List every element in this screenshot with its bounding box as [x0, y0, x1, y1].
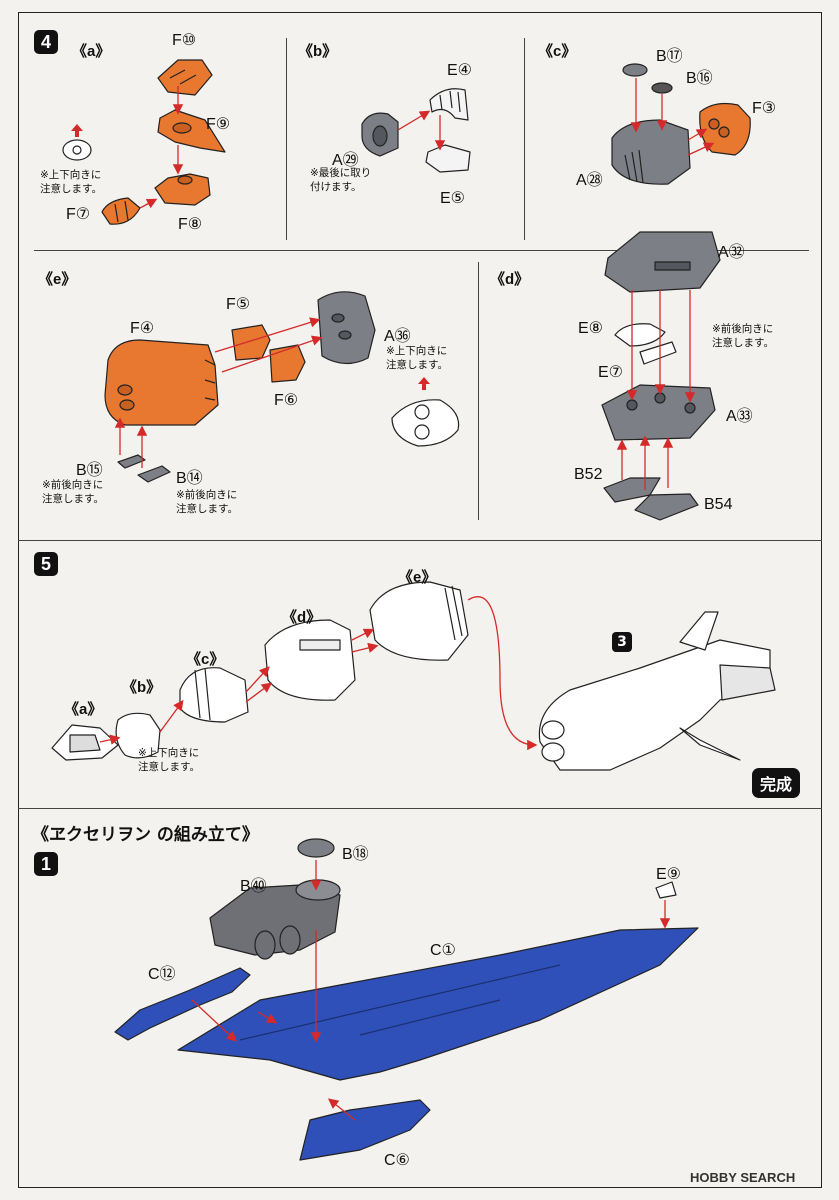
- part-label: A㉙: [332, 152, 359, 169]
- part-label: E⑧: [578, 320, 604, 337]
- part-label: F⑧: [178, 216, 203, 233]
- part-label: B⑯: [686, 70, 713, 87]
- assembly-arrows: [99, 78, 715, 1121]
- part-f6: [269, 344, 306, 383]
- part-label: C①: [430, 942, 456, 959]
- part-label: C⑫: [148, 966, 176, 983]
- part-label: F③: [752, 100, 777, 117]
- subassembly-title: 《d》: [490, 271, 530, 288]
- subassembly-title: 《b》: [298, 43, 338, 60]
- subassembly-label: 《b》: [122, 679, 162, 696]
- note: ※前後向きに 注意します。: [42, 479, 104, 505]
- divider: [18, 540, 822, 541]
- step-number: 5: [34, 552, 58, 576]
- orientation-icon: [62, 139, 92, 161]
- part-label: A㉝: [726, 408, 753, 425]
- note: ※前後向きに 注意します。: [176, 489, 238, 515]
- divider: [18, 808, 822, 809]
- part-c12: [114, 967, 251, 1041]
- part-f7: [101, 197, 141, 225]
- part-label: B㊵: [240, 878, 267, 895]
- manual-frame: [18, 12, 822, 1188]
- part-label: E⑨: [656, 866, 682, 883]
- part-b54: [634, 493, 699, 521]
- part-label: F⑦: [66, 206, 91, 223]
- part-label: B⑱: [342, 846, 369, 863]
- part-b40: [209, 884, 341, 956]
- part-a36: [317, 291, 376, 365]
- part-label: E⑦: [598, 364, 624, 381]
- part-b15: [117, 454, 146, 469]
- mini-part-e: [369, 581, 469, 661]
- note: ※前後向きに 注意します。: [712, 323, 774, 349]
- part-e5: [425, 144, 471, 173]
- step-number: 1: [34, 852, 58, 876]
- part-e4: [429, 88, 469, 121]
- note: ※上下向きに 注意します。: [40, 169, 102, 195]
- part-label: B⑰: [656, 48, 683, 65]
- divider: [524, 38, 525, 240]
- note: ※最後に取り 付けます。: [310, 167, 372, 193]
- part-f5: [231, 324, 271, 361]
- note: ※上下向きに 注意します。: [138, 747, 200, 773]
- note: ※上下向きに 注意します。: [386, 345, 448, 371]
- step-number: 4: [34, 30, 58, 54]
- orientation-icon: [391, 399, 460, 447]
- part-e8: [614, 323, 666, 347]
- part-label: B52: [574, 466, 603, 483]
- completed-ship-3: [538, 639, 771, 771]
- part-label: A㊱: [384, 328, 411, 345]
- part-label: A㉘: [576, 172, 603, 189]
- subassembly-title: 《e》: [38, 271, 77, 288]
- watermark: HOBBY SEARCH: [690, 1170, 796, 1185]
- subassembly-title: 《a》: [72, 43, 111, 60]
- section-title: 《ヱクセリヲン の組み立て》: [32, 825, 259, 845]
- mini-part-c: [179, 667, 249, 723]
- part-label: C⑥: [384, 1152, 410, 1169]
- subassembly-label: 《e》: [398, 569, 437, 586]
- divider: [478, 262, 479, 520]
- part-label: F⑩: [172, 32, 197, 49]
- part-b16: [651, 82, 673, 94]
- part-b18: [297, 838, 335, 858]
- divider: [34, 250, 809, 251]
- subassembly-title: 《c》: [538, 43, 577, 60]
- up-arrow-icon: [418, 377, 430, 390]
- part-label: F⑤: [226, 296, 251, 313]
- up-arrow-icon: [71, 124, 83, 137]
- part-label: A㉜: [718, 244, 745, 261]
- part-c1-hull: [177, 927, 699, 1081]
- part-f4: [104, 339, 219, 426]
- part-b14: [137, 465, 171, 483]
- subassembly-label: 《d》: [282, 609, 322, 626]
- subassembly-label: 《c》: [186, 651, 225, 668]
- divider: [286, 38, 287, 240]
- part-b52: [603, 477, 661, 503]
- part-c6: [299, 1099, 431, 1161]
- part-label: F⑨: [206, 116, 231, 133]
- part-label: F⑥: [274, 392, 299, 409]
- part-a28: [611, 119, 691, 185]
- mini-part-d: [264, 619, 356, 701]
- completed-label: 完成: [752, 768, 801, 798]
- part-label: E⑤: [440, 190, 466, 207]
- part-f10: [157, 59, 213, 96]
- part-label: F④: [130, 320, 155, 337]
- part-e9: [655, 881, 677, 899]
- part-label: B⑮: [76, 462, 103, 479]
- part-e7: [639, 341, 677, 365]
- part-label: B54: [704, 496, 733, 513]
- subassembly-label: 《a》: [64, 701, 103, 718]
- part-label: B⑭: [176, 470, 203, 487]
- part-b17: [622, 63, 648, 77]
- reference-badge: 3: [612, 632, 632, 652]
- part-label: E④: [447, 62, 473, 79]
- part-f8: [154, 173, 211, 206]
